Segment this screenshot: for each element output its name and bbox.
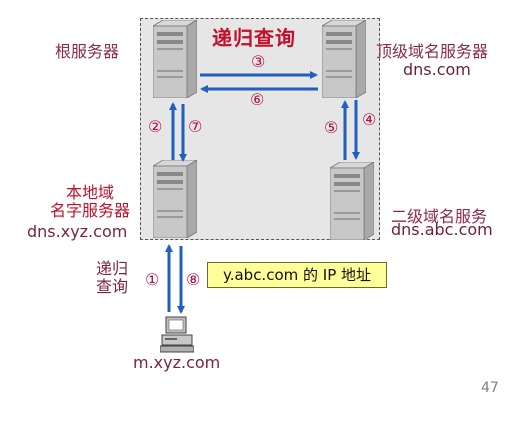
recursive-query-caption: 递归 查询 xyxy=(92,260,132,296)
local-server-label-line1: 本地域 xyxy=(65,183,114,202)
local-server-label-line2: 名字服务器 xyxy=(49,201,130,220)
second-level-server-domain: dns.abc.com xyxy=(391,220,493,239)
client-host-label: m.xyz.com xyxy=(133,353,221,372)
recursive-query-line2: 查询 xyxy=(95,277,128,296)
diagram-title: 递归查询 xyxy=(212,26,296,50)
root-server-label: 根服务器 xyxy=(55,42,120,61)
second-level-server-icon xyxy=(330,162,374,240)
step-4-label: ④ xyxy=(362,110,377,129)
local-server-label: 本地域 名字服务器 xyxy=(45,184,135,220)
step-5-label: ⑤ xyxy=(324,118,339,137)
tld-server-label: 顶级域名服务器 xyxy=(376,42,489,61)
client-computer-icon xyxy=(160,316,194,353)
local-server-icon xyxy=(153,160,197,238)
root-server-icon xyxy=(153,20,197,98)
step-6-label: ⑥ xyxy=(250,90,265,109)
step-7-label: ⑦ xyxy=(188,117,203,136)
step-2-label: ② xyxy=(148,117,163,136)
tld-server-domain: dns.com xyxy=(403,60,471,79)
local-server-domain: dns.xyz.com xyxy=(27,222,128,241)
step-3-label: ③ xyxy=(251,52,266,71)
recursive-query-line1: 递归 xyxy=(95,259,128,278)
answer-box: y.abc.com 的 IP 地址 xyxy=(207,262,387,288)
step-8-label: ⑧ xyxy=(186,270,201,289)
tld-server-icon xyxy=(322,20,366,98)
page-number: 47 xyxy=(481,380,499,396)
step-1-label: ① xyxy=(145,270,160,289)
second-level-server-label: 二级域名服务 xyxy=(391,207,488,226)
